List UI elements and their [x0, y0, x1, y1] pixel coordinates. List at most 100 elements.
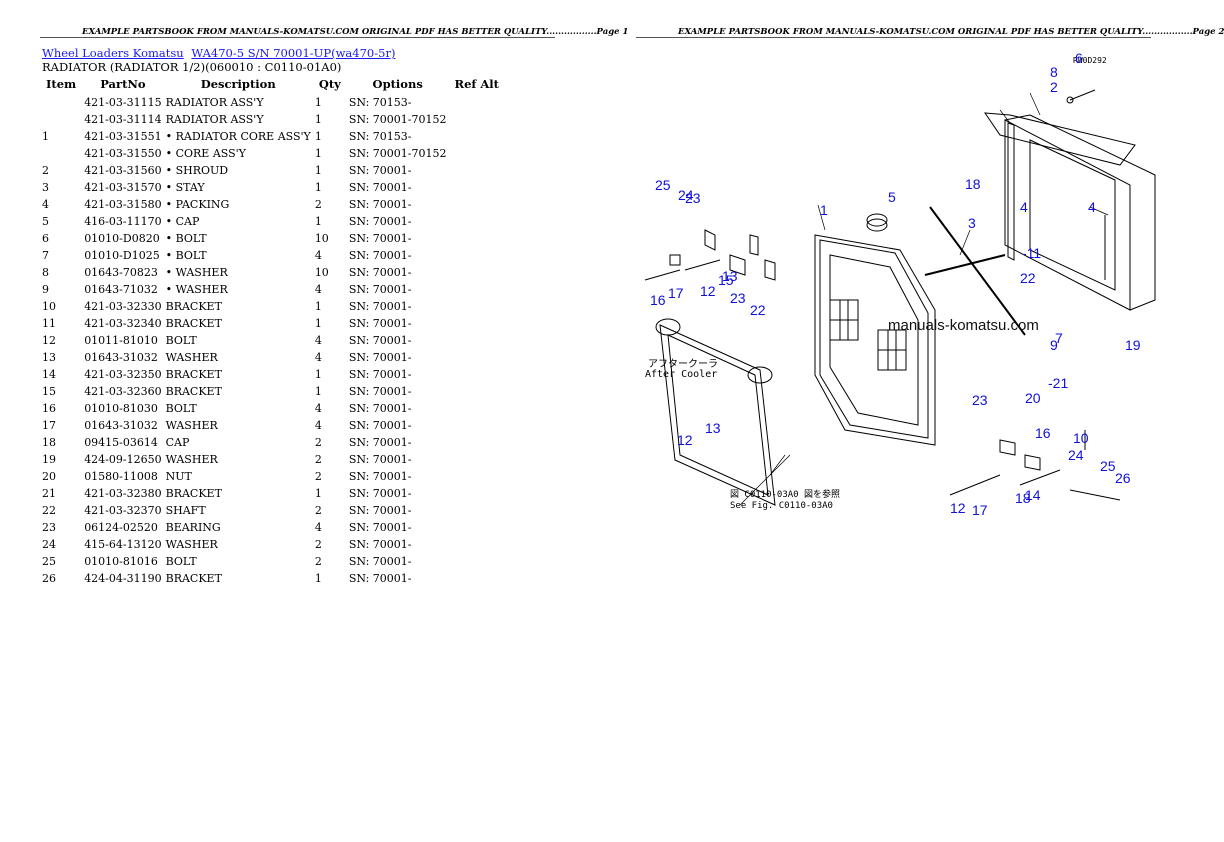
cap-drawing — [866, 213, 888, 232]
lower-bracket-assembly-drawing — [949, 430, 1121, 501]
cell-description: • PACKING — [165, 198, 230, 211]
cell-item: 22 — [42, 504, 56, 517]
cell-partno: 421-03-31550 — [84, 147, 162, 160]
callout-label: -21 — [1048, 375, 1068, 391]
cell-item — [40, 111, 82, 128]
cell-refalt — [449, 502, 505, 519]
callout-label: 4 — [1088, 199, 1096, 215]
cell-refalt — [449, 519, 505, 536]
cell-partno: 01643-71032 — [84, 283, 158, 296]
cell-options: SN: 70001- — [348, 504, 412, 517]
figure-reference: See Fig. C0110-03A0 — [730, 501, 833, 511]
stay-drawing — [924, 206, 1026, 336]
aftercooler-drawing — [655, 318, 776, 506]
cell-partno: 421-03-31580 — [84, 198, 162, 211]
cell-partno: 01010-D1025 — [84, 249, 160, 262]
cell-description: BRACKET — [165, 368, 222, 381]
cell-item: 24 — [42, 538, 56, 551]
cell-partno: 415-64-13120 — [84, 538, 162, 551]
callout-label: 13 — [722, 268, 738, 284]
cell-options: SN: 70001- — [348, 317, 412, 330]
cell-item: 17 — [42, 419, 56, 432]
cell-options: SN: 70001-70152 — [348, 113, 447, 126]
cell-refalt — [449, 349, 505, 366]
col-header-description: Description — [200, 77, 276, 91]
callout-label: -11 — [1022, 245, 1041, 261]
cell-description: • CORE ASS'Y — [165, 147, 246, 160]
cell-item — [40, 94, 82, 111]
breadcrumb-link-wheel-loaders[interactable]: Wheel Loaders Komatsu — [42, 46, 184, 60]
cell-item: 8 — [42, 266, 49, 279]
callout-label: 24 — [1068, 447, 1084, 463]
callout-label: 15 — [718, 272, 734, 288]
cell-refalt — [449, 451, 505, 468]
callout-label: 18 — [965, 176, 981, 192]
page2-header: EXAMPLE PARTSBOOK FROM MANUALS-KOMATSU.C… — [678, 27, 1224, 37]
cell-partno: 421-03-32370 — [84, 504, 162, 517]
cell-partno: 01643-31032 — [84, 419, 158, 432]
cell-item: 23 — [42, 521, 56, 534]
cell-refalt — [449, 264, 505, 281]
cell-qty: 1 — [314, 96, 322, 109]
cell-qty: 4 — [314, 351, 322, 364]
cell-description: BEARING — [165, 521, 221, 534]
callout-label: 16 — [650, 292, 666, 308]
cell-partno: 421-03-31570 — [84, 181, 162, 194]
cell-item: 14 — [42, 368, 56, 381]
cell-refalt — [449, 570, 505, 587]
cell-qty: 1 — [314, 368, 322, 381]
breadcrumb-link-model[interactable]: WA470-5 S/N 70001-UP(wa470-5r) — [191, 46, 396, 60]
cell-refalt — [449, 468, 505, 485]
cell-refalt — [449, 400, 505, 417]
cell-item: 4 — [42, 198, 49, 211]
cell-description: BRACKET — [165, 300, 222, 313]
cell-options: SN: 70001- — [348, 385, 412, 398]
cell-options: SN: 70001- — [348, 419, 412, 432]
cell-options: SN: 70153- — [348, 96, 412, 109]
cell-refalt — [449, 230, 505, 247]
aftercooler-label-jp: アフタークーラ — [648, 358, 718, 370]
cell-description: BRACKET — [165, 317, 222, 330]
callout-label: 23 — [730, 290, 746, 306]
callout-label: 10 — [1073, 430, 1089, 446]
cell-refalt — [449, 94, 505, 111]
aftercooler-label: After Cooler — [645, 369, 717, 380]
cell-qty: 4 — [314, 249, 322, 262]
page1-header: EXAMPLE PARTSBOOK FROM MANUALS-KOMATSU.C… — [82, 27, 629, 37]
cell-qty: 2 — [314, 504, 322, 517]
callout-label: 25 — [1100, 458, 1116, 474]
callout-label: 24 — [678, 187, 694, 203]
cell-partno: 06124-02520 — [84, 521, 158, 534]
cell-partno: 421-03-32350 — [84, 368, 162, 381]
callout-label: 12 — [950, 500, 966, 516]
breadcrumb: Wheel Loaders Komatsu WA470-5 S/N 70001-… — [42, 46, 399, 60]
cell-item: 20 — [42, 470, 56, 483]
col-header-qty: Qty — [318, 77, 341, 91]
cell-partno: 01011-81010 — [84, 334, 158, 347]
callout-label: 13 — [705, 420, 721, 436]
cell-partno: 421-03-31560 — [84, 164, 162, 177]
cell-item: 13 — [42, 351, 56, 364]
cell-options: SN: 70001- — [348, 487, 412, 500]
cell-partno: 01643-70823 — [84, 266, 158, 279]
callout-label: 4 — [1020, 199, 1028, 215]
cell-item: 15 — [42, 385, 56, 398]
upper-bracket-assembly-drawing — [644, 229, 776, 281]
cell-refalt — [449, 553, 505, 570]
cell-refalt — [449, 417, 505, 434]
cell-description: BOLT — [165, 402, 197, 415]
cell-description: • RADIATOR CORE ASS'Y — [165, 130, 311, 143]
packing-drawing — [1007, 122, 1015, 261]
cell-options: SN: 70001- — [348, 215, 412, 228]
